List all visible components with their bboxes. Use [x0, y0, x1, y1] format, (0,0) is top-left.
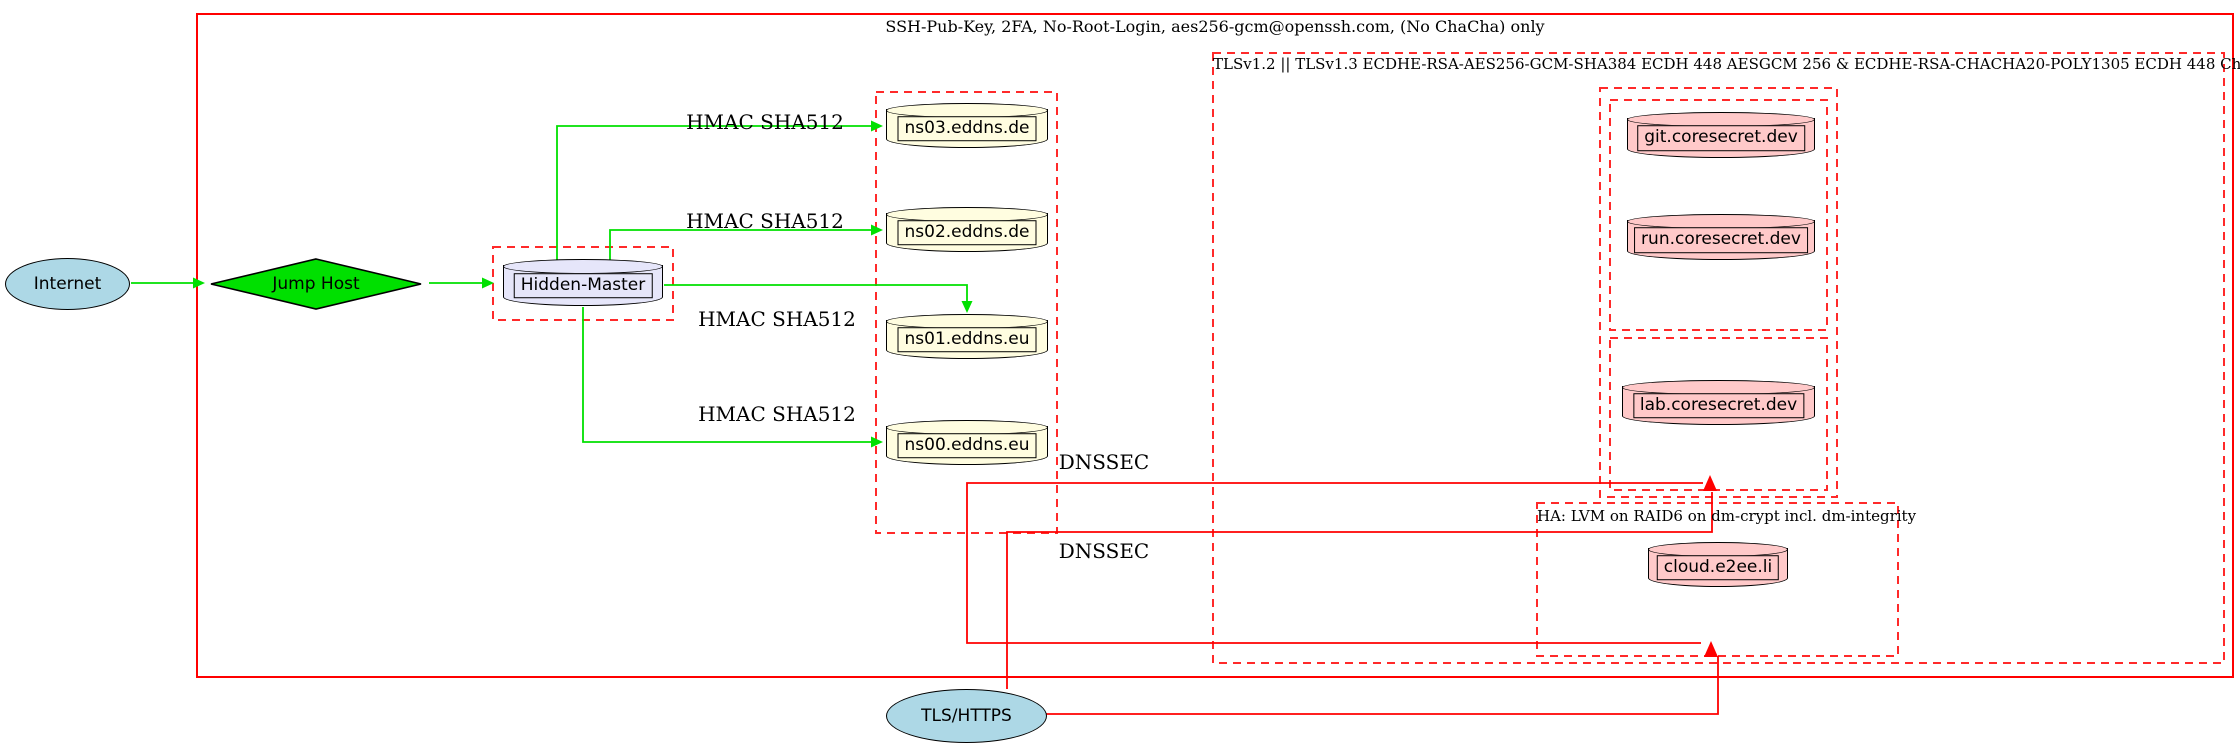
arrowhead-jumphost-hiddenmaster	[482, 277, 494, 289]
node-internet: Internet	[5, 258, 130, 310]
edge-hiddenmaster-ns03	[556, 125, 872, 260]
node-lab-coresecret: lab.coresecret.dev	[1622, 380, 1815, 425]
node-cloud-label: cloud.e2ee.li	[1656, 554, 1780, 581]
arrowhead-internet-jumphost	[193, 277, 205, 289]
jump-host-diamond-shape	[210, 258, 422, 310]
arrowhead-ha-cluster	[1704, 641, 1718, 657]
edge-dnssec-to-coresecret	[966, 482, 1703, 644]
cluster-ha-box	[1536, 502, 1899, 657]
node-ns02-label: ns02.eddns.de	[897, 219, 1037, 246]
node-ns00: ns00.eddns.eu	[886, 420, 1048, 465]
edge-label-dnssec-a: DNSSEC	[1058, 450, 1150, 474]
edge-label-hmac-ns03: HMAC SHA512	[686, 110, 844, 134]
edge-tls-to-coresecret	[1006, 492, 1713, 689]
cluster-nameservers-box	[875, 91, 1058, 534]
node-ns01-label: ns01.eddns.eu	[897, 326, 1037, 353]
node-git-label: git.coresecret.dev	[1637, 125, 1805, 151]
cluster-tls-label: TLSv1.2 || TLSv1.3 ECDHE-RSA-AES256-GCM-…	[1213, 55, 2240, 73]
cluster-tls-box	[1212, 52, 2225, 664]
node-ns00-label: ns00.eddns.eu	[897, 432, 1037, 459]
node-internet-label: Internet	[33, 274, 102, 294]
node-jump-host: Jump Host	[208, 257, 424, 311]
cluster-ssh-box	[196, 13, 2234, 678]
cylinder-top	[503, 259, 663, 274]
node-ns03-label: ns03.eddns.de	[897, 115, 1037, 142]
cluster-ha-label: HA: LVM on RAID6 on dm-crypt incl. dm-in…	[1537, 507, 1917, 525]
node-hidden-master-label: Hidden-Master	[513, 273, 653, 299]
edge-label-hmac-ns02: HMAC SHA512	[686, 209, 844, 233]
edge-label-dnssec-b: DNSSEC	[1058, 539, 1150, 563]
node-run-coresecret: run.coresecret.dev	[1627, 214, 1815, 260]
edge-label-hmac-ns01: HMAC SHA512	[698, 307, 856, 331]
cluster-ssh-label: SSH-Pub-Key, 2FA, No-Root-Login, aes256-…	[885, 17, 1545, 36]
node-ns03: ns03.eddns.de	[886, 103, 1048, 148]
node-cloud-e2ee: cloud.e2ee.li	[1648, 542, 1788, 587]
edge-hiddenmaster-ns00	[582, 307, 872, 443]
arrowhead-coresecret-cluster	[1703, 475, 1717, 491]
node-run-label: run.coresecret.dev	[1634, 227, 1808, 253]
node-tls-https: TLS/HTTPS	[886, 689, 1047, 743]
node-lab-label: lab.coresecret.dev	[1632, 392, 1805, 419]
arrowhead-ns00	[871, 436, 883, 448]
edge-tls-to-ha	[1046, 656, 1719, 715]
cluster-coresecret-outer-box	[1599, 87, 1838, 498]
node-ns01: ns01.eddns.eu	[886, 314, 1048, 359]
arrowhead-ns02	[871, 224, 883, 236]
node-jump-host-label: Jump Host	[272, 274, 360, 294]
cluster-coresecret-inner-bottom-box	[1609, 337, 1828, 491]
node-git-coresecret: git.coresecret.dev	[1627, 112, 1815, 158]
node-hidden-master: Hidden-Master	[503, 259, 663, 306]
node-tls-https-label: TLS/HTTPS	[921, 706, 1012, 726]
node-ns02: ns02.eddns.de	[886, 207, 1048, 252]
arrowhead-ns01	[961, 301, 973, 313]
edge-hiddenmaster-ns02	[609, 229, 872, 260]
arrowhead-ns03	[871, 120, 883, 132]
edge-label-hmac-ns00: HMAC SHA512	[698, 402, 856, 426]
edge-hiddenmaster-ns01	[664, 284, 968, 302]
